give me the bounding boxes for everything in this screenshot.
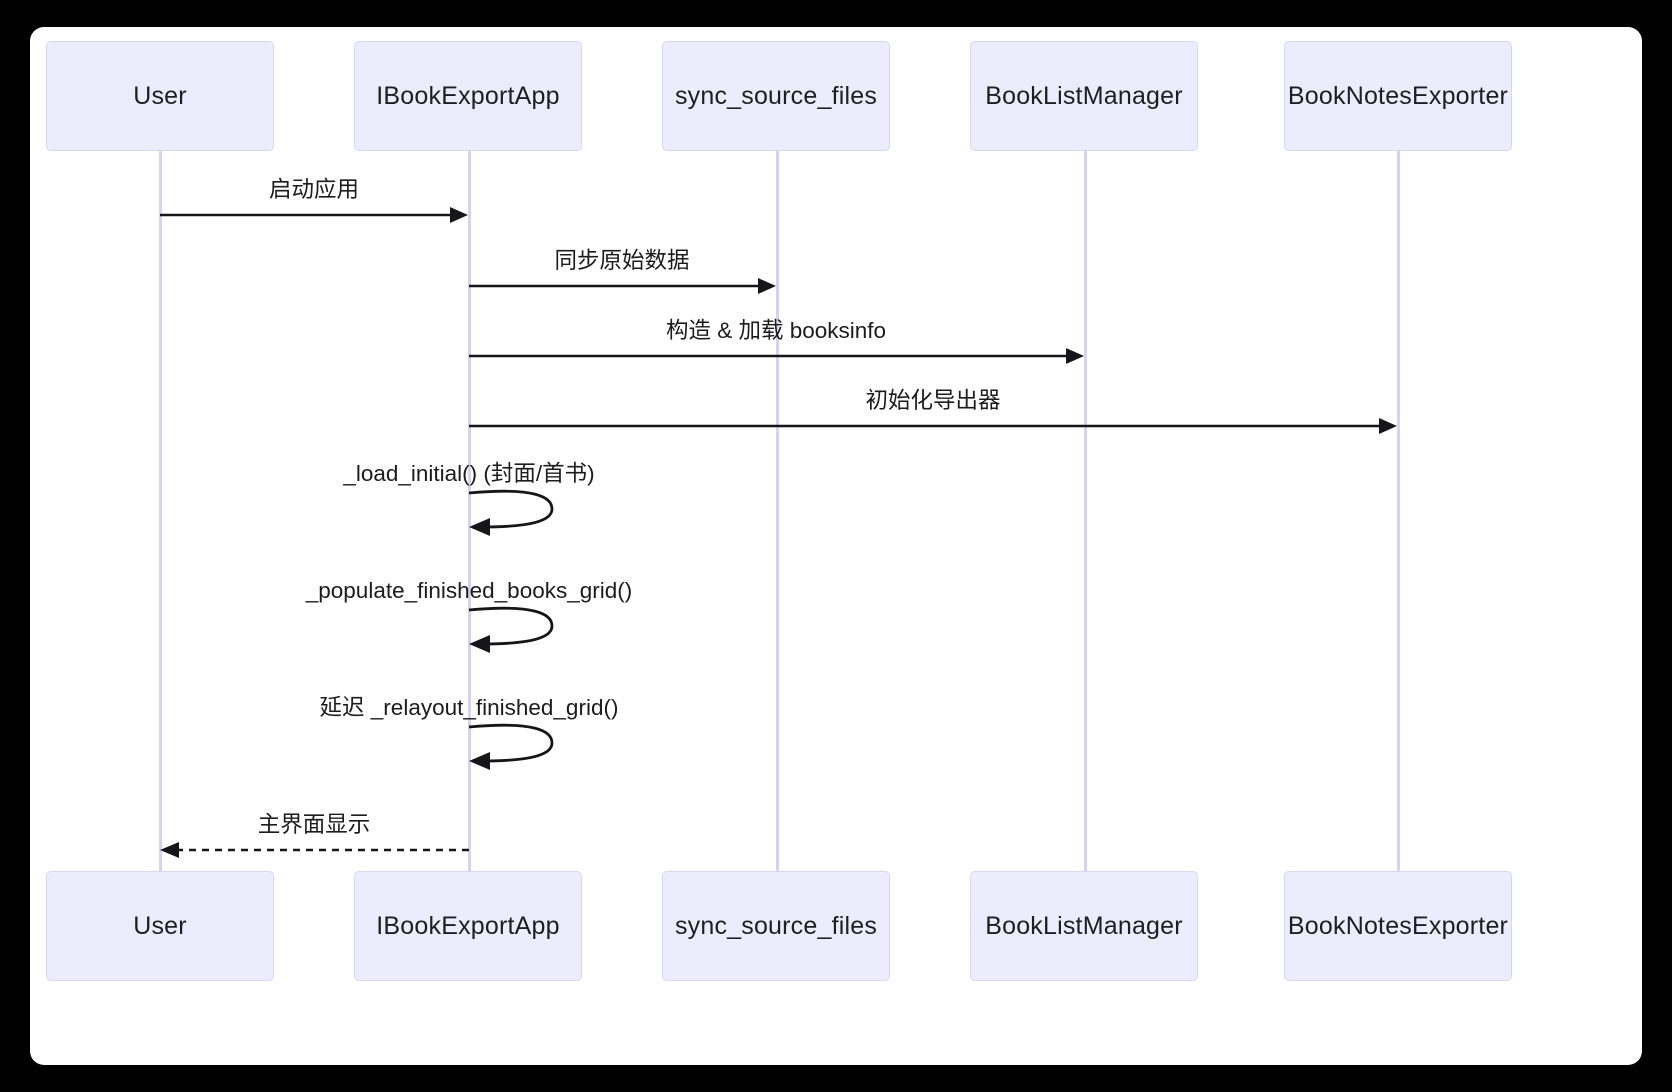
participant-label: BookListManager <box>985 81 1183 110</box>
participant-label: User <box>133 911 187 940</box>
participant-label: User <box>133 81 187 110</box>
message-label-3: 构造 & 加载 booksinfo <box>665 318 887 343</box>
participant-ibookexportapp-bottom[interactable]: IBookExportApp <box>354 871 582 981</box>
message-label-2: 同步原始数据 <box>554 248 690 273</box>
message-label-4: 初始化导出器 <box>865 388 1001 413</box>
participant-label: IBookExportApp <box>376 911 560 940</box>
lifeline-booknotesexporter <box>1396 149 1400 872</box>
participant-booklistmanager-bottom[interactable]: BookListManager <box>970 871 1198 981</box>
self-message-loop-load-initial <box>468 489 554 536</box>
participant-label: sync_source_files <box>674 81 878 110</box>
participant-user-top[interactable]: User <box>46 41 274 151</box>
participant-label: BookListManager <box>985 911 1183 940</box>
lifeline-sync-source-files <box>775 149 779 872</box>
message-arrows <box>160 207 1397 858</box>
message-label-8: 主界面显示 <box>257 812 371 837</box>
message-arrow-zhujiemian-xianshi <box>160 842 469 858</box>
participant-booklistmanager-top[interactable]: BookListManager <box>970 41 1198 151</box>
sequence-diagram: User IBookExportApp sync_source_files Bo… <box>30 27 1642 1065</box>
participant-label: sync_source_files <box>674 911 878 940</box>
message-arrow-qidong-yingyong <box>160 207 468 223</box>
message-label-7: 延迟 _relayout_finished_grid() <box>319 695 619 720</box>
message-label-1: 启动应用 <box>268 177 360 202</box>
participant-booknotesexporter-bottom[interactable]: BookNotesExporter <box>1284 871 1512 981</box>
message-label-5: _load_initial() (封面/首书) <box>343 461 595 486</box>
participant-label: BookNotesExporter <box>1287 911 1509 940</box>
message-arrow-chushihua-daochuqi <box>469 418 1397 434</box>
participant-user-bottom[interactable]: User <box>46 871 274 981</box>
lifeline-user <box>158 149 162 872</box>
message-arrow-goujia-jiazai-booksinfo <box>469 348 1084 364</box>
message-arrow-tongbu-yuanshi-shuju <box>469 278 776 294</box>
self-message-loop-populate-finished-books-grid <box>468 606 554 653</box>
participant-sync-source-files-top[interactable]: sync_source_files <box>662 41 890 151</box>
self-message-loop-relayout-finished-grid <box>468 723 554 770</box>
participant-label: BookNotesExporter <box>1287 81 1509 110</box>
lifeline-booklistmanager <box>1083 149 1087 872</box>
participant-sync-source-files-bottom[interactable]: sync_source_files <box>662 871 890 981</box>
participant-label: IBookExportApp <box>376 81 560 110</box>
diagram-sheet: User IBookExportApp sync_source_files Bo… <box>30 27 1642 1065</box>
lifeline-app <box>467 149 471 872</box>
message-label-6: _populate_finished_books_grid() <box>305 578 633 603</box>
participant-ibookexportapp-top[interactable]: IBookExportApp <box>354 41 582 151</box>
participant-booknotesexporter-top[interactable]: BookNotesExporter <box>1284 41 1512 151</box>
